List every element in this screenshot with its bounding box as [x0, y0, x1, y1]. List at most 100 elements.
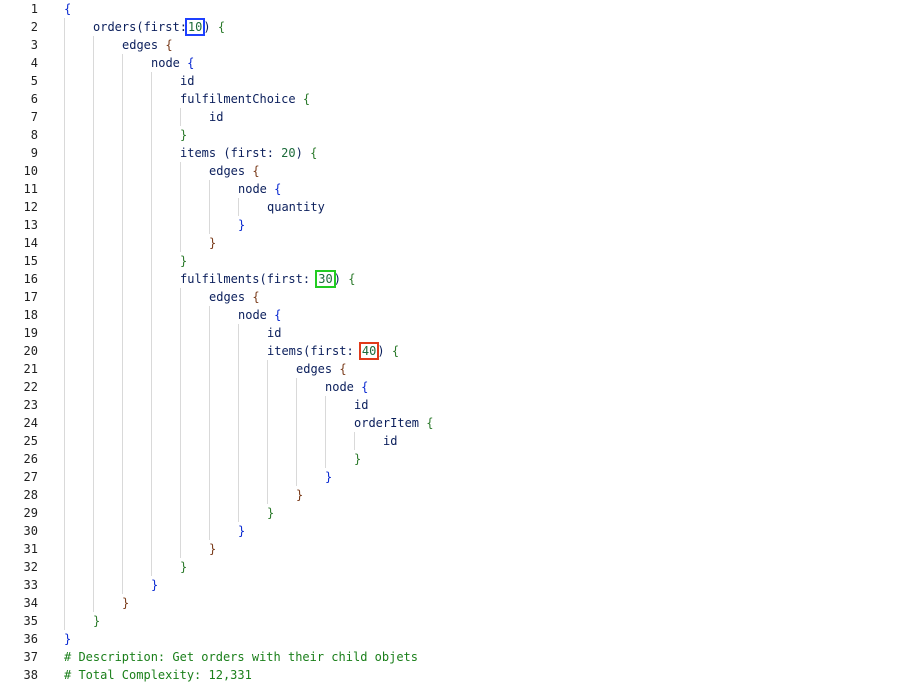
code-text[interactable]: id [267, 324, 281, 342]
code-token: id [383, 434, 398, 448]
line-number: 32 [23, 560, 38, 574]
code-text[interactable]: fulfilmentChoice { [180, 90, 310, 108]
code-line: 14} [0, 234, 920, 252]
code-text[interactable]: id [180, 72, 194, 90]
code-line: 38# Total Complexity: 12,331 [0, 666, 920, 684]
code-token: id [209, 110, 224, 124]
code-line: 37# Description: Get orders with their c… [0, 648, 920, 666]
code-text[interactable]: orders(first:10) { [93, 18, 225, 36]
code-token: ) [333, 272, 349, 286]
code-token: # Total Complexity: 12,331 [64, 668, 252, 682]
code-line: 8} [0, 126, 920, 144]
code-token: ) [377, 344, 392, 358]
code-token: } [238, 218, 246, 232]
code-text[interactable]: orderItem { [354, 414, 433, 432]
line-number: 6 [30, 92, 38, 106]
code-text[interactable]: } [267, 504, 274, 522]
code-text[interactable]: node { [238, 180, 281, 198]
code-token: { [252, 164, 260, 178]
code-token: orders(first: [93, 20, 187, 34]
line-number: 2 [30, 20, 38, 34]
code-text[interactable]: edges { [296, 360, 347, 378]
indent-guide [238, 198, 239, 216]
code-token: edges [122, 38, 166, 52]
line-number: 18 [23, 308, 38, 322]
code-text[interactable]: } [151, 576, 158, 594]
line-number: 30 [23, 524, 38, 538]
code-text[interactable]: id [383, 432, 397, 450]
code-text[interactable]: } [180, 252, 187, 270]
code-text[interactable]: node { [151, 54, 194, 72]
code-text[interactable]: edges { [209, 288, 260, 306]
code-line: 20 items(first: 40) { [0, 342, 920, 360]
highlighted-argument: 10 [184, 18, 206, 36]
code-token: } [354, 452, 362, 466]
indent-guide [180, 162, 181, 252]
code-text[interactable]: id [209, 108, 223, 126]
line-number: 27 [23, 470, 38, 484]
code-text[interactable]: quantity [267, 198, 325, 216]
code-text[interactable]: } [238, 522, 245, 540]
code-text[interactable]: items(first: 40) { [267, 342, 399, 360]
code-text[interactable]: } [180, 126, 187, 144]
line-number: 8 [30, 128, 38, 142]
line-number: 10 [23, 164, 38, 178]
code-line: 33} [0, 576, 920, 594]
indent-guide [180, 108, 181, 126]
code-text[interactable]: # Description: Get orders with their chi… [64, 648, 418, 666]
code-line: 9 items (first: 20) { [0, 144, 920, 162]
code-token: id [354, 398, 369, 412]
code-text[interactable]: } [122, 594, 129, 612]
code-token: fulfilments(first: [180, 272, 318, 286]
indent-guide [180, 288, 181, 558]
code-text[interactable]: id [354, 396, 368, 414]
code-line: 18 node { [0, 306, 920, 324]
code-text[interactable]: fulfilments(first: 30) { [180, 270, 355, 288]
highlighted-argument: 30 [315, 270, 336, 288]
line-number: 13 [23, 218, 38, 232]
line-number: 12 [23, 200, 38, 214]
code-text[interactable]: } [354, 450, 361, 468]
code-text[interactable]: } [64, 630, 71, 648]
line-number: 15 [23, 254, 38, 268]
code-text[interactable]: } [325, 468, 332, 486]
code-text[interactable]: edges { [122, 36, 173, 54]
code-token: { [348, 272, 356, 286]
code-token: { [426, 416, 434, 430]
code-text[interactable]: } [296, 486, 303, 504]
code-token: } [122, 596, 130, 610]
code-text[interactable]: } [180, 558, 187, 576]
code-text[interactable]: node { [325, 378, 368, 396]
line-number: 20 [23, 344, 38, 358]
code-text[interactable]: } [93, 612, 100, 630]
line-number: 25 [23, 434, 38, 448]
code-token: items(first: [267, 344, 361, 358]
code-text[interactable]: } [209, 234, 216, 252]
code-token: { [339, 362, 347, 376]
code-token: } [267, 506, 275, 520]
code-text[interactable]: } [238, 216, 245, 234]
code-token: edges [296, 362, 340, 376]
code-text[interactable]: { [64, 0, 71, 18]
indent-guide [325, 396, 326, 468]
code-token: } [180, 254, 188, 268]
code-text[interactable]: node { [238, 306, 281, 324]
code-token: } [93, 614, 101, 628]
code-text[interactable]: # Total Complexity: 12,331 [64, 666, 252, 684]
line-number: 29 [23, 506, 38, 520]
code-line: 15} [0, 252, 920, 270]
line-number: 35 [23, 614, 38, 628]
code-token: node [151, 56, 188, 70]
highlighted-argument: 40 [358, 342, 380, 360]
code-line: 36} [0, 630, 920, 648]
code-text[interactable]: items (first: 20) { [180, 144, 317, 162]
code-text[interactable]: } [209, 540, 216, 558]
code-text[interactable]: edges { [209, 162, 260, 180]
line-number: 9 [30, 146, 38, 160]
code-token: { [274, 182, 282, 196]
